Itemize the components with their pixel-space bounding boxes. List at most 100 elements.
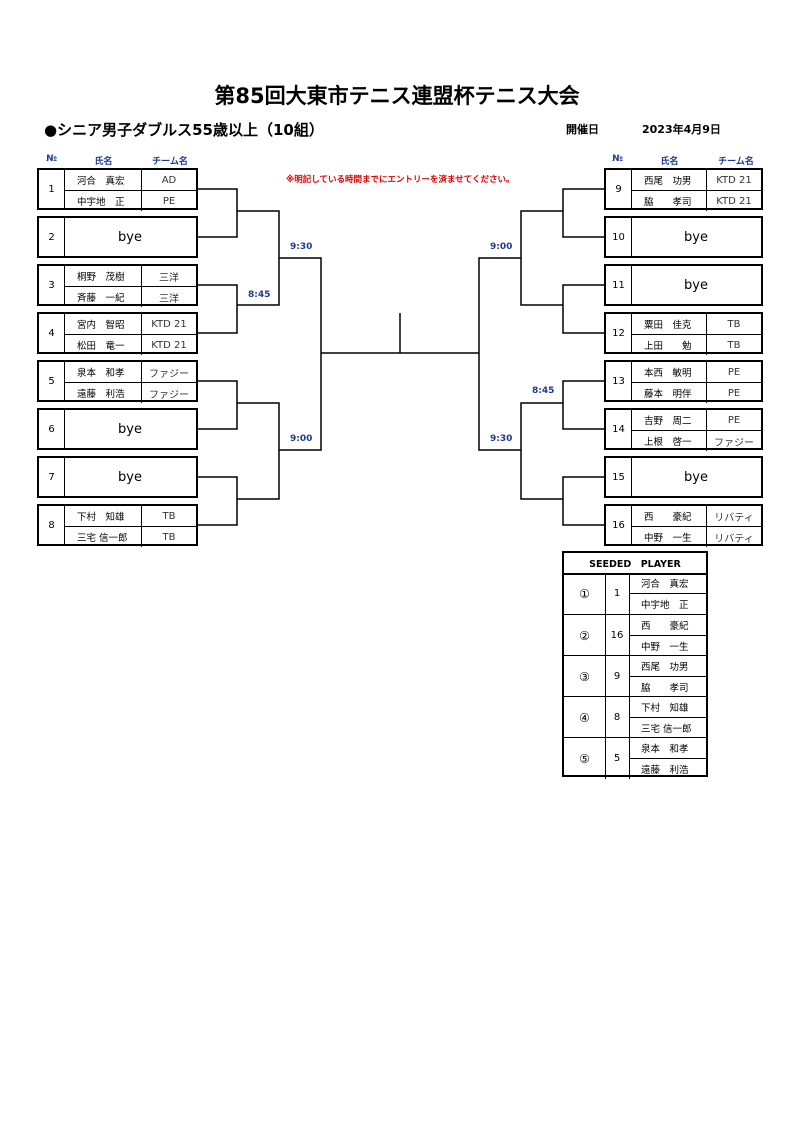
player-name: 西 豪紀: [644, 512, 692, 523]
player-name: 三宅 信一郎: [64, 526, 143, 546]
entry-5: 5 泉本 和孝 ファジー 遠藤 利浩 ファジー: [37, 360, 198, 403]
player-name: 河合 真宏: [77, 176, 125, 187]
seed-entry-number: 16: [605, 615, 630, 656]
header-team-right: チーム名: [718, 157, 754, 167]
seed-mark: ④: [564, 697, 606, 738]
time-label: 9:30: [490, 434, 513, 444]
entry-number: 6: [39, 410, 65, 448]
team-name: PE: [706, 382, 761, 403]
seed-player: 中野 一生: [629, 635, 706, 656]
team-name: PE: [141, 190, 196, 211]
seed-entry-number: 9: [605, 656, 630, 697]
bye-label: bye: [684, 277, 708, 293]
entry-12: 12 粟田 佳克 TB 上田 勉 TB: [604, 312, 763, 355]
time-label: 9:00: [490, 242, 513, 252]
player-name: 脇 孝司: [631, 190, 710, 210]
player-name: 吉野 周二: [644, 416, 692, 427]
player-name: 粟田 佳克: [644, 320, 692, 331]
entry-number: 3: [39, 266, 65, 304]
entry-number: 15: [606, 458, 632, 496]
entry-6: 6 bye: [37, 408, 198, 450]
seed-row: ③ 9 西尾 功男 脇 孝司: [564, 655, 706, 697]
header-no-left: №: [46, 154, 57, 164]
bye-label: bye: [684, 469, 708, 485]
seed-row: ⑤ 5 泉本 和孝 遠藤 利浩: [564, 737, 706, 779]
team-name: TB: [706, 334, 761, 355]
player-name: 藤本 明伴: [631, 382, 710, 402]
player-name: 下村 知雄: [77, 512, 125, 523]
player-name: 遠藤 利浩: [64, 382, 143, 402]
entry-number: 2: [39, 218, 65, 256]
player-name: 宮内 智昭: [77, 320, 125, 331]
page-title: 第85回大東市テニス連盟杯テニス大会: [214, 84, 580, 108]
entry-number: 8: [39, 506, 65, 544]
player-name: 西尾 功男: [644, 176, 692, 187]
time-label: 9:30: [290, 242, 313, 252]
seed-row: ② 16 西 豪紀 中野 一生: [564, 614, 706, 656]
entry-number: 12: [606, 314, 632, 352]
date-label: 開催日: [566, 123, 599, 136]
entry-3: 3 桐野 茂樹 三洋 斉藤 一紀 三洋: [37, 264, 198, 307]
entry-9: 9 西尾 功男 KTD 21 脇 孝司 KTD 21: [604, 168, 763, 211]
bye-label: bye: [684, 229, 708, 245]
team-name: ファジー: [706, 430, 761, 451]
seed-entry-number: 5: [605, 738, 630, 779]
team-name: TB: [141, 506, 196, 526]
seed-row: ① 1 河合 真宏 中宇地 正: [564, 573, 706, 614]
entry-15: 15 bye: [604, 456, 763, 498]
seed-player: 河合 真宏: [641, 579, 689, 590]
entry-11: 11 bye: [604, 264, 763, 306]
team-name: PE: [706, 410, 761, 430]
team-name: KTD 21: [141, 314, 196, 334]
seed-player: 西尾 功男: [641, 662, 689, 673]
team-name: TB: [141, 526, 196, 547]
bye-label: bye: [118, 421, 142, 437]
entry-number: 4: [39, 314, 65, 352]
entry-number: 14: [606, 410, 632, 448]
entry-4: 4 宮内 智昭 KTD 21 松田 竜一 KTD 21: [37, 312, 198, 355]
seed-mark: ②: [564, 615, 606, 656]
seed-player: 中宇地 正: [629, 593, 706, 614]
entry-number: 5: [39, 362, 65, 400]
header-name-left: 氏名: [94, 157, 113, 167]
seed-entry-number: 1: [605, 573, 630, 614]
entry-number: 1: [39, 170, 65, 208]
player-name: 中宇地 正: [64, 190, 143, 210]
date-value: 2023年4月9日: [642, 123, 721, 136]
team-name: リバティ: [706, 506, 761, 526]
bye-label: bye: [118, 469, 142, 485]
player-name: 桐野 茂樹: [77, 272, 125, 283]
entry-7: 7 bye: [37, 456, 198, 498]
player-name: 斉藤 一紀: [64, 286, 143, 306]
entry-notice: ※明記している時間までにエントリーを済ませてください。: [286, 175, 515, 185]
team-name: 三洋: [141, 266, 196, 286]
entry-2: 2 bye: [37, 216, 198, 258]
team-name: PE: [706, 362, 761, 382]
player-name: 中野 一生: [631, 526, 710, 546]
seed-row: ④ 8 下村 知雄 三宅 信一郎: [564, 696, 706, 738]
event-subtitle: ●シニア男子ダブルス55歳以上（10組）: [44, 121, 324, 139]
entry-number: 10: [606, 218, 632, 256]
entry-1: 1 河合 真宏 AD 中宇地 正 PE: [37, 168, 198, 211]
team-name: TB: [706, 314, 761, 334]
seed-player: 下村 知雄: [641, 703, 689, 714]
time-label: 9:00: [290, 434, 313, 444]
seed-mark: ⑤: [564, 738, 606, 779]
entry-number: 9: [606, 170, 632, 208]
entry-number: 7: [39, 458, 65, 496]
team-name: 三洋: [141, 286, 196, 307]
team-name: KTD 21: [706, 170, 761, 190]
entry-16: 16 西 豪紀 リバティ 中野 一生 リバティ: [604, 504, 763, 547]
team-name: AD: [141, 170, 196, 190]
seed-mark: ①: [564, 573, 606, 614]
team-name: ファジー: [141, 382, 196, 403]
entry-number: 16: [606, 506, 632, 544]
seed-mark: ③: [564, 656, 606, 697]
player-name: 松田 竜一: [64, 334, 143, 354]
seed-entry-number: 8: [605, 697, 630, 738]
team-name: リバティ: [706, 526, 761, 547]
seeded-header: SEEDED PLAYER: [564, 553, 706, 575]
seed-player: 三宅 信一郎: [629, 717, 706, 738]
seeded-player-table: SEEDED PLAYER ① 1 河合 真宏 中宇地 正 ② 16 西 豪紀 …: [562, 551, 708, 779]
